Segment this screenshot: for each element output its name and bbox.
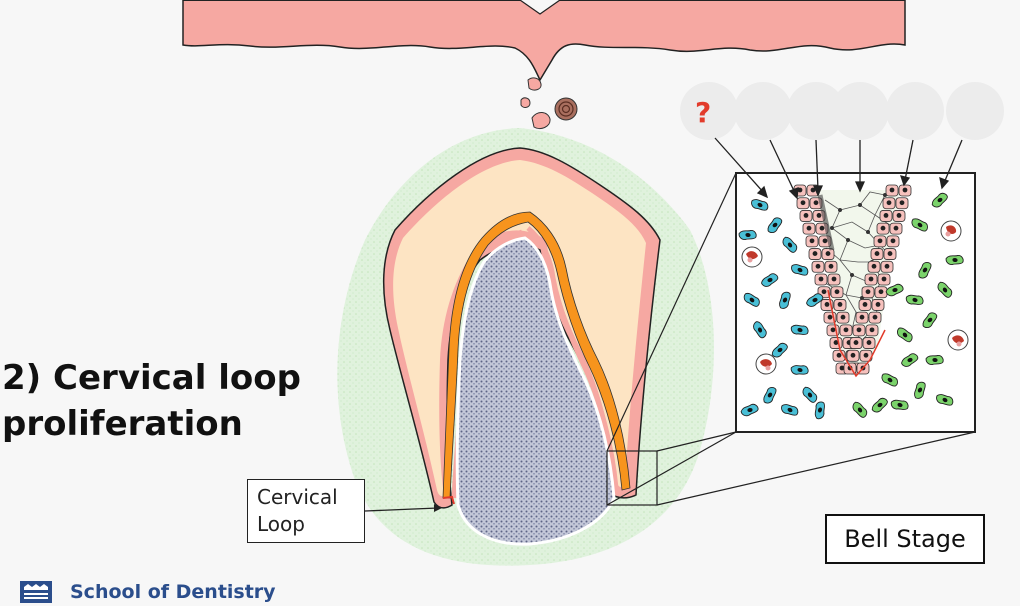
school-name: School of Dentistry	[70, 581, 276, 603]
mesenchymal-cell	[885, 283, 904, 297]
mesenchymal-cell	[781, 404, 799, 416]
mesenchymal-cell	[931, 192, 948, 208]
label-placeholder-circles	[680, 82, 1004, 140]
cervical-loop-inset	[735, 172, 976, 433]
mesenchymal-cell	[901, 353, 919, 367]
follicle-mesenchyme-cells	[738, 199, 825, 420]
blood-vessels	[741, 220, 969, 375]
mesenchymal-cell	[802, 386, 818, 403]
cervical-loop-label: Cervical Loop	[247, 479, 365, 543]
mesenchymal-cell	[763, 387, 777, 404]
mesenchymal-cell	[767, 217, 783, 234]
mesenchymal-cell	[922, 312, 938, 329]
cervical-loop-label-line1: Cervical	[257, 485, 338, 509]
mesenchymal-cell	[905, 294, 924, 305]
inner-epithelium-cells	[843, 184, 912, 375]
oral-epithelium	[182, 0, 906, 82]
slide-title: 2) Cervical loop proliferation	[2, 355, 301, 447]
mesenchymal-cell	[791, 264, 809, 276]
mesenchymal-cell	[937, 281, 953, 298]
zoom-source-box	[606, 450, 658, 506]
mesenchymal-cell	[740, 403, 759, 417]
cervical-loop-label-line2: Loop	[257, 512, 305, 536]
pointer-arrows	[714, 137, 963, 200]
mesenchymal-cell	[806, 293, 824, 307]
mesenchymal-cell	[871, 397, 888, 413]
university-crest-icon	[20, 581, 52, 603]
mesenchymal-cell	[896, 327, 913, 343]
stellate-reticulum	[393, 160, 646, 497]
inner-enamel-epithelium	[442, 211, 631, 499]
mesenchymal-cell	[771, 342, 788, 358]
mesenchymal-cell	[925, 354, 944, 366]
slide-title-line2: proliferation	[2, 404, 243, 444]
mesenchymal-cell	[782, 236, 798, 253]
outer-epithelium-cells	[793, 184, 862, 375]
mesenchymal-cell	[779, 291, 791, 309]
mesenchymal-cell	[790, 324, 809, 335]
mesenchymal-cell	[881, 373, 898, 387]
mesenchymal-cell	[911, 218, 928, 232]
mesenchymal-cell	[890, 399, 909, 410]
dental-lamina-remnants	[520, 77, 578, 130]
mesenchymal-cell	[814, 401, 825, 420]
mesenchymal-cell	[751, 199, 769, 211]
mesenchymal-cell	[936, 394, 954, 406]
papilla-mesenchyme-cells	[852, 192, 964, 418]
mesenchymal-cell	[790, 365, 809, 375]
mesenchymal-cell	[918, 262, 932, 279]
mesenchymal-cell	[852, 401, 868, 418]
mesenchymal-cell	[738, 229, 757, 241]
mesenchymal-cell	[743, 292, 760, 307]
dental-papilla	[455, 236, 616, 546]
question-mark: ?	[695, 96, 712, 129]
mesenchymal-cell	[945, 254, 964, 266]
footer: School of Dentistry	[20, 579, 276, 605]
mesenchymal-cell	[914, 381, 926, 399]
mesenchymal-cell	[753, 321, 767, 339]
bell-stage-label: Bell Stage	[825, 514, 985, 564]
mesenchymal-cell	[761, 273, 779, 287]
slide-title-line1: 2) Cervical loop	[2, 358, 301, 398]
